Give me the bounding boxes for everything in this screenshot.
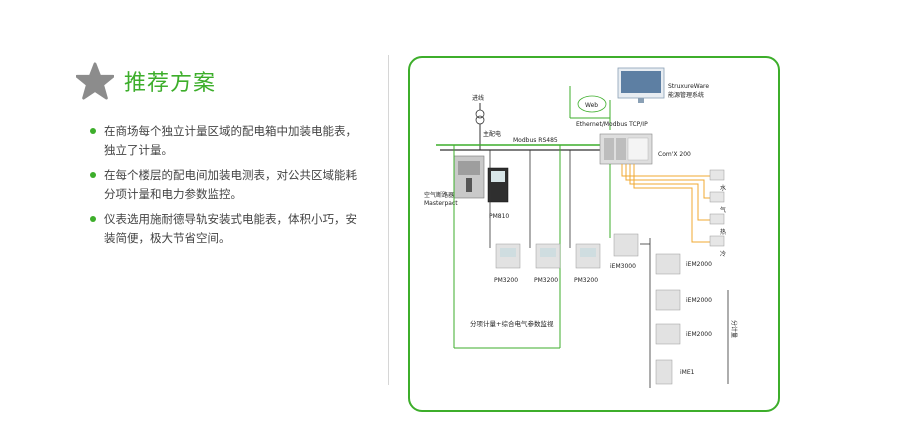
- system-diagram: 进线 主配电 Modbus RS485 空气断路器 Masterpact PM8…: [424, 67, 738, 388]
- water-meter-icon: [709, 169, 725, 181]
- struxureware-screen: [621, 71, 661, 93]
- transformer-coil-bottom: [475, 115, 485, 125]
- bullet-text: 在每个楼层的配电间加装电测表，对公共区域能耗分项计量和电力参数监控。: [104, 168, 357, 201]
- pm-meter-label: PM3200: [534, 277, 558, 284]
- cold-signal-line: [633, 164, 710, 243]
- ethernet-label: Ethernet/Modbus TCP/IP: [576, 121, 648, 128]
- gas-meter-icon: [709, 191, 725, 203]
- pm810-screen: [491, 171, 505, 182]
- utility-label: 冷: [720, 250, 726, 258]
- pm810-label: PM810: [489, 213, 509, 220]
- gas-signal-line: [625, 164, 710, 199]
- iem2000-meter-icon: [655, 253, 681, 275]
- pm3200-screen: [540, 248, 556, 257]
- bullet-dot: [90, 172, 96, 178]
- list-item: 在商场每个独立计量区域的配电箱中加装电能表，独立了计量。: [90, 122, 360, 160]
- title-row: 推荐方案: [76, 62, 216, 100]
- ime1-label: iME1: [680, 369, 695, 376]
- page-title: 推荐方案: [124, 71, 217, 96]
- transformer-coil-top: [475, 109, 485, 119]
- system-diagram-panel: 进线 主配电 Modbus RS485 空气断路器 Masterpact PM8…: [408, 56, 780, 412]
- heat-meter-icon: [709, 213, 725, 225]
- pm-meter-label: PM3200: [574, 277, 598, 284]
- pm3200-screen: [580, 248, 596, 257]
- software-desc: 能源管理系统: [668, 91, 704, 99]
- pm-meter-label: PM3200: [494, 277, 518, 284]
- ime1-meter-icon: [655, 359, 673, 385]
- iem2000-label: iEM2000: [686, 261, 712, 268]
- comx-front: [627, 137, 649, 161]
- breaker-model: Masterpact: [424, 200, 458, 207]
- utility-label: 气: [720, 206, 726, 214]
- monitor-stand: [638, 98, 644, 103]
- gateway-label: Com'X 200: [658, 151, 691, 158]
- list-item: 仪表选用施耐德导轨安装式电能表，体积小巧，安装简便，极大节省空间。: [90, 210, 360, 248]
- utility-label: 水: [720, 184, 726, 192]
- heat-signal-line: [629, 164, 710, 221]
- bottom-caption: 分项计量+综合电气参数监视: [470, 319, 554, 328]
- masterpact-breaker-handle: [466, 178, 472, 192]
- divider: [388, 55, 389, 385]
- water-signal-line: [621, 164, 710, 177]
- software-name: StruxureWare: [668, 83, 709, 90]
- side-caption: 分计量: [730, 320, 738, 338]
- transformer-label: 主配电: [483, 130, 501, 138]
- bullet-text: 在商场每个独立计量区域的配电箱中加装电能表，独立了计量。: [104, 124, 357, 157]
- bullet-dot: [90, 128, 96, 134]
- comx-module-2: [616, 138, 626, 160]
- bullet-dot: [90, 216, 96, 222]
- pm3200-screen: [500, 248, 516, 257]
- bullet-list: 在商场每个独立计量区域的配电箱中加装电能表，独立了计量。 在每个楼层的配电间加装…: [90, 122, 360, 254]
- breaker-label: 空气断路器: [424, 191, 454, 199]
- grid-in-label: 进线: [472, 94, 484, 102]
- iem3000-meter-icon: [613, 233, 639, 257]
- iem3000-label: iEM3000: [610, 263, 636, 270]
- iem2000-meter-icon: [655, 323, 681, 345]
- comx-module-1: [604, 138, 614, 160]
- star-icon: [76, 62, 114, 100]
- iem2000-meter-icon: [655, 289, 681, 311]
- iem2000-label: iEM2000: [686, 297, 712, 304]
- web-cloud-icon: [577, 95, 607, 113]
- iem2000-label: iEM2000: [686, 331, 712, 338]
- masterpact-breaker-face: [458, 161, 480, 175]
- modbus-bus-label: Modbus RS485: [513, 137, 558, 144]
- cold-meter-icon: [709, 235, 725, 247]
- list-item: 在每个楼层的配电间加装电测表，对公共区域能耗分项计量和电力参数监控。: [90, 166, 360, 204]
- bullet-text: 仪表选用施耐德导轨安装式电能表，体积小巧，安装简便，极大节省空间。: [104, 212, 357, 245]
- web-label: Web: [585, 102, 598, 109]
- utility-label: 热: [720, 228, 726, 236]
